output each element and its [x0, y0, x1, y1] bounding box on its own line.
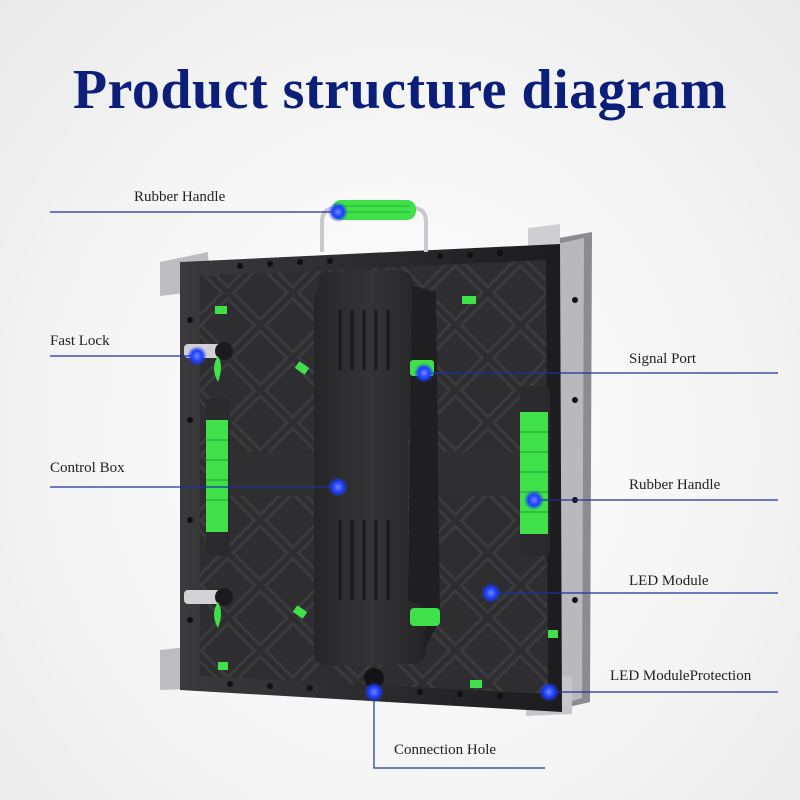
marker-rubber-handle-right — [524, 490, 544, 510]
marker-connection-hole — [364, 682, 384, 702]
right-side-handle — [520, 386, 550, 556]
label-rubber-handle-top: Rubber Handle — [134, 189, 226, 205]
left-side-handle — [206, 398, 230, 556]
marker-fast-lock — [187, 346, 207, 366]
control-box — [314, 270, 440, 666]
marker-control-box — [328, 477, 348, 497]
marker-rubber-handle-top — [328, 202, 348, 222]
label-fast-lock: Fast Lock — [50, 333, 110, 349]
page-title: Product structure diagram — [72, 59, 728, 121]
label-connection-hole: Connection Hole — [394, 742, 497, 758]
edge-holes — [187, 250, 578, 699]
marker-led-module — [481, 583, 501, 603]
label-control-box: Control Box — [50, 460, 125, 476]
marker-led-module-protection — [539, 682, 559, 702]
fast-lock-bottom — [184, 588, 233, 628]
callout-markers — [187, 202, 559, 702]
label-led-module-protection: LED ModuleProtection — [610, 668, 752, 684]
label-led-module: LED Module — [629, 573, 709, 589]
leader-lines — [50, 211, 778, 769]
label-signal-port: Signal Port — [629, 351, 697, 367]
top-rubber-handle — [320, 200, 428, 252]
marker-signal-port — [414, 363, 434, 383]
connection-hole — [364, 668, 384, 688]
label-rubber-handle-right: Rubber Handle — [629, 477, 721, 493]
